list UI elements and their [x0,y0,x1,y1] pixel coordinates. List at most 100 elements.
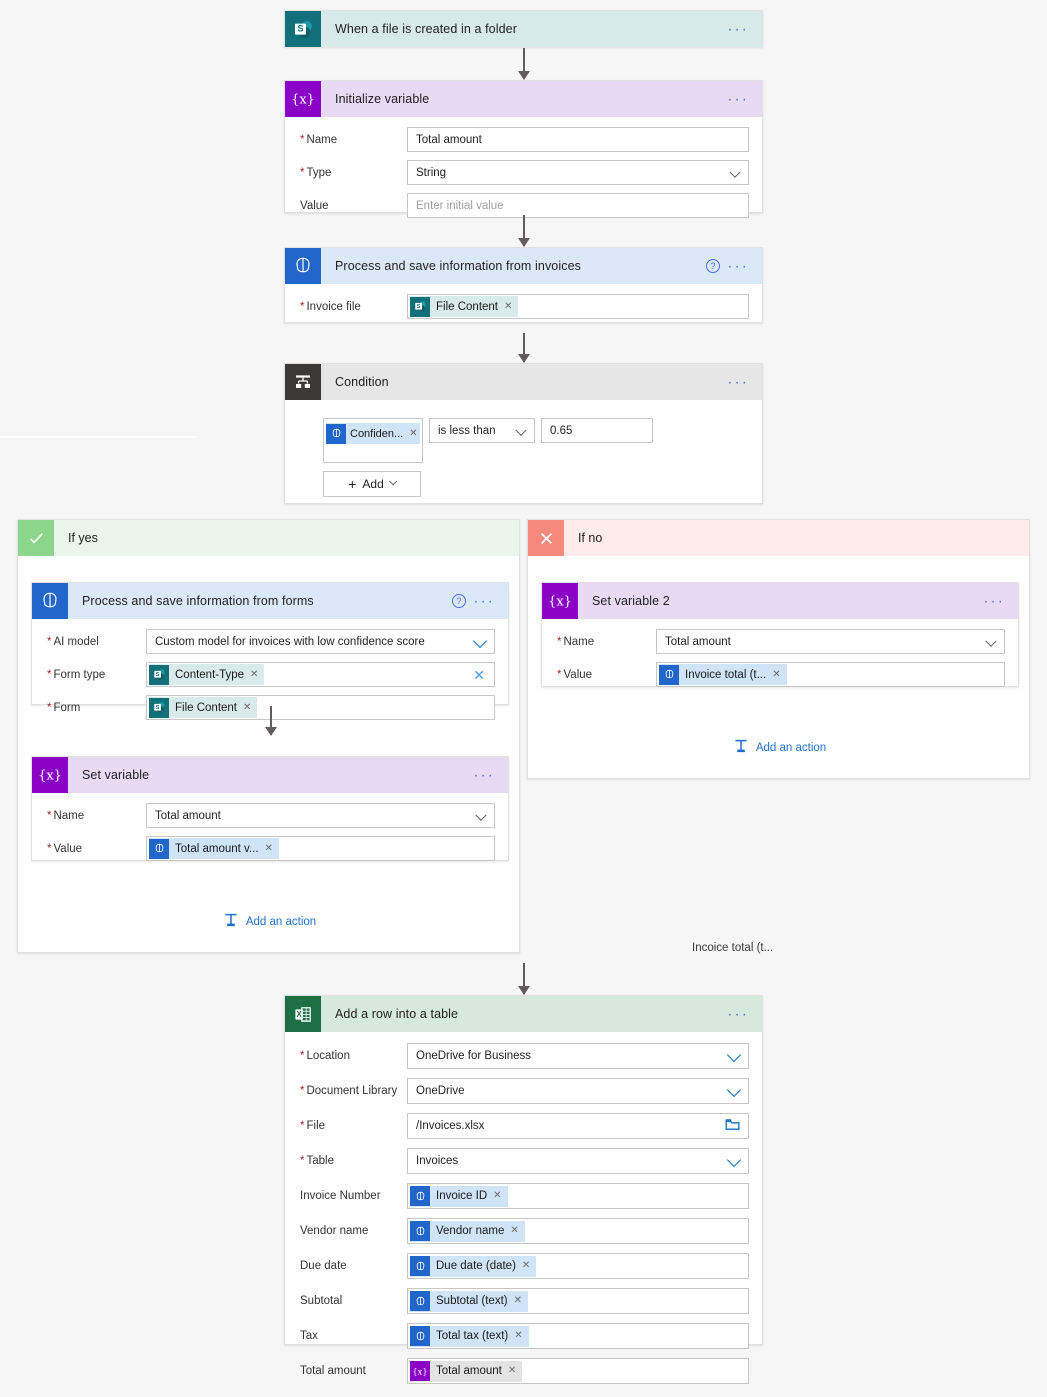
field-label: *File [300,1120,326,1132]
card-header[interactable]: S When a file is created in a folder ··· [285,11,762,47]
token-chip[interactable]: {x} Total amount ✕ [410,1360,523,1382]
card-process-invoices[interactable]: Process and save information from invoic… [284,247,763,323]
field-label: *Document Library [300,1085,398,1097]
remove-token-icon[interactable]: ✕ [521,1260,531,1271]
card-set-variable-2[interactable]: {x} Set variable 2 ··· *Name Total amoun… [541,582,1019,687]
table-select[interactable]: Invoices [407,1148,749,1174]
remove-token-icon[interactable]: ✕ [507,1365,517,1376]
ai-builder-icon [410,1256,430,1276]
chevron-down-icon [726,1082,742,1098]
card-body: *Location OneDrive for Business *Documen… [285,1032,762,1397]
close-icon [528,520,564,556]
card-title: Set variable 2 [592,594,670,608]
card-trigger-when-file-created[interactable]: S When a file is created in a folder ··· [284,10,763,47]
remove-token-icon[interactable]: ✕ [264,842,273,854]
add-an-action-if-yes[interactable]: Add an action [18,912,521,931]
file-input[interactable]: /Invoices.xlsx [407,1113,749,1139]
token-label: Invoice total (t... [685,668,767,681]
help-icon[interactable]: ? [706,259,720,273]
form-input[interactable]: S File Content ✕ [146,695,495,720]
card-initialize-variable[interactable]: {x} Initialize variable ··· *Name Total … [284,80,763,218]
token-chip[interactable]: Total tax (text) ✕ [410,1325,529,1347]
card-header[interactable]: Process and save information from forms … [32,583,508,619]
clear-field-icon[interactable]: ✕ [473,666,485,683]
field-label: Value [300,199,329,212]
overflow-menu-icon[interactable]: ··· [727,90,749,108]
type-select[interactable]: String [407,160,749,185]
card-condition[interactable]: Condition ··· Confiden... ✕ is less than… [284,363,763,504]
card-header[interactable]: X Add a row into a table ··· [285,996,762,1032]
location-select[interactable]: OneDrive for Business [407,1043,749,1069]
token-label: Subtotal (text) [436,1295,508,1307]
card-header[interactable]: {x} Set variable ··· [32,757,508,793]
token-chip[interactable]: S Content-Type ✕ [149,664,265,685]
condition-operator-select[interactable]: is less than [429,418,535,443]
due-date-input[interactable]: Due date (date) ✕ [407,1253,749,1279]
connector-arrow [518,48,530,80]
field-row-tax: Tax Total tax (text) ✕ [295,1323,749,1349]
form-type-input[interactable]: S Content-Type ✕ ✕ [146,662,495,687]
chevron-down-icon [388,476,398,486]
vendor-name-input[interactable]: Vendor name ✕ [407,1218,749,1244]
folder-picker-icon[interactable] [725,1118,740,1134]
help-icon[interactable]: ? [452,594,466,608]
token-chip[interactable]: Confiden... ✕ [326,423,420,444]
svg-text:{x}: {x} [291,93,315,108]
remove-token-icon[interactable]: ✕ [409,427,418,439]
value-input[interactable]: Invoice total (t... ✕ [656,662,1005,687]
token-chip[interactable]: Invoice total (t... ✕ [659,664,787,685]
condition-right-operand[interactable]: 0.65 [541,418,653,443]
token-chip[interactable]: Subtotal (text) ✕ [410,1290,528,1312]
token-chip[interactable]: S File Content ✕ [149,697,258,718]
token-chip[interactable]: S File Content ✕ [410,296,519,317]
name-select[interactable]: Total amount [656,629,1005,654]
remove-token-icon[interactable]: ✕ [513,1295,522,1306]
remove-token-icon[interactable]: ✕ [243,701,252,713]
invoice-number-input[interactable]: Invoice ID ✕ [407,1183,749,1209]
overflow-menu-icon[interactable]: ··· [727,373,749,391]
subtotal-input[interactable]: Subtotal (text) ✕ [407,1288,749,1314]
token-chip[interactable]: Due date (date) ✕ [410,1255,537,1277]
card-header[interactable]: {x} Set variable 2 ··· [542,583,1018,619]
token-label: Total amount [436,1365,502,1377]
card-process-forms[interactable]: Process and save information from forms … [31,582,509,720]
remove-token-icon[interactable]: ✕ [514,1330,523,1341]
remove-token-icon[interactable]: ✕ [510,1225,519,1236]
remove-token-icon[interactable]: ✕ [504,300,513,312]
overflow-menu-icon[interactable]: ··· [983,592,1005,610]
field-label: *AI model [47,635,99,648]
token-chip[interactable]: Total amount v... ✕ [149,838,279,859]
add-condition-button[interactable]: + Add [323,471,421,497]
add-an-action-if-no[interactable]: Add an action [528,738,1031,757]
total-amount-input[interactable]: {x} Total amount ✕ [407,1358,749,1384]
invoice-file-input[interactable]: S File Content ✕ [407,294,749,319]
remove-token-icon[interactable]: ✕ [772,668,781,680]
value-input[interactable]: Enter initial value [407,193,749,218]
chevron-down-icon [472,633,488,648]
overflow-menu-icon[interactable]: ··· [727,20,749,38]
token-chip[interactable]: Invoice ID ✕ [410,1185,508,1207]
remove-token-icon[interactable]: ✕ [250,668,259,680]
card-set-variable[interactable]: {x} Set variable ··· *Name Total amount … [31,756,509,861]
card-title: Process and save information from invoic… [335,259,581,273]
card-header[interactable]: Process and save information from invoic… [285,248,762,284]
sharepoint-icon: S [410,296,430,317]
overflow-menu-icon[interactable]: ··· [727,1005,749,1023]
card-header[interactable]: {x} Initialize variable ··· [285,81,762,117]
token-chip[interactable]: Vendor name ✕ [410,1220,525,1242]
value-input[interactable]: Total amount v... ✕ [146,836,495,861]
overflow-menu-icon[interactable]: ··· [727,257,749,275]
card-add-row-into-table[interactable]: X Add a row into a table ··· *Location O… [284,995,763,1384]
remove-token-icon[interactable]: ✕ [493,1190,502,1201]
card-header[interactable]: Condition ··· [285,364,762,400]
name-select[interactable]: Total amount [146,803,495,828]
ai-model-select[interactable]: Custom model for invoices with low confi… [146,629,495,654]
overflow-menu-icon[interactable]: ··· [473,766,495,784]
condition-left-operand[interactable]: Confiden... ✕ [323,418,423,463]
overflow-menu-icon[interactable]: ··· [473,592,495,610]
name-input[interactable]: Total amount [407,127,749,152]
sharepoint-icon: S [149,664,169,685]
tax-input[interactable]: Total tax (text) ✕ [407,1323,749,1349]
document-library-select[interactable]: OneDrive [407,1078,749,1104]
connector-arrow [265,706,277,736]
